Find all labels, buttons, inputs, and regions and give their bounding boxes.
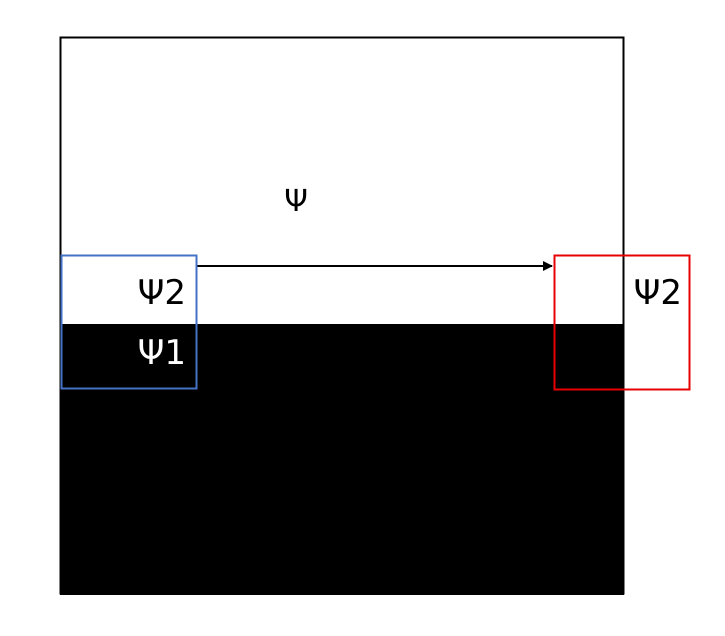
left-box-top-label: Ψ2	[138, 273, 186, 313]
right-box-bottom-label: Ψ1	[634, 339, 682, 379]
lower-black-region	[60, 324, 624, 595]
right-box-top-label: Ψ2	[634, 273, 682, 313]
right-box: Ψ2 Ψ1	[553, 254, 691, 391]
main-label: Ψ	[284, 184, 308, 219]
left-box: Ψ2 Ψ1	[60, 254, 198, 390]
left-box-outline	[60, 254, 198, 390]
left-box-bottom-label: Ψ1	[138, 333, 186, 373]
right-box-outline	[553, 254, 691, 391]
